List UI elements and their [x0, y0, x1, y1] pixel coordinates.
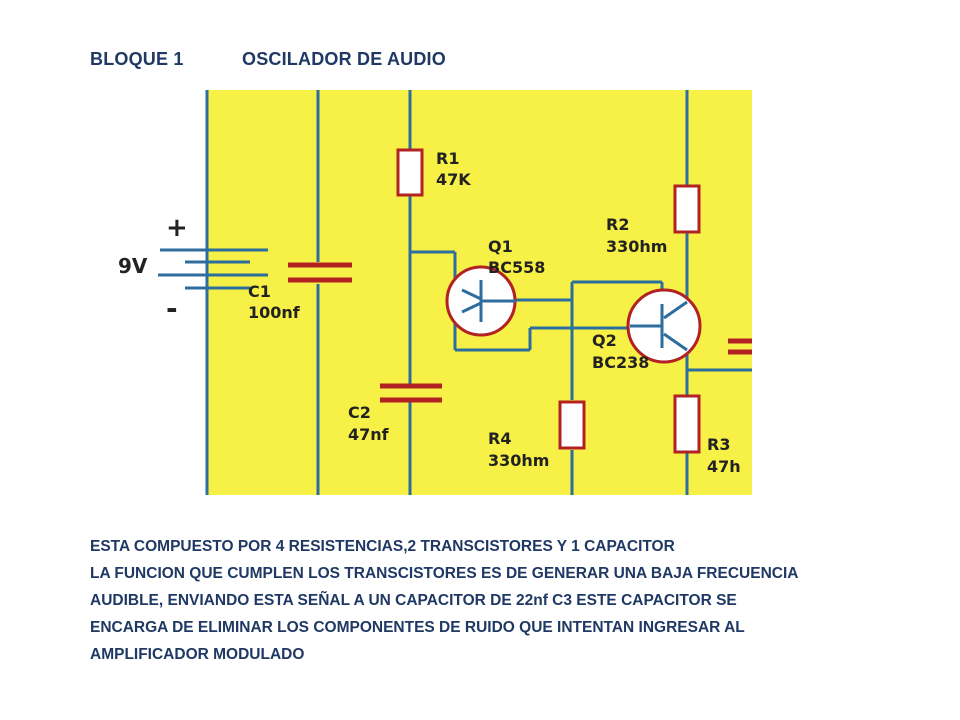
battery-plus: +: [166, 213, 188, 243]
transistor-q2: [626, 288, 702, 364]
resistor-r1: [396, 148, 424, 197]
q1-value: BC558: [488, 258, 545, 277]
c1-value: 100nf: [248, 303, 301, 322]
q1-name: Q1: [488, 237, 513, 256]
battery-symbol: [158, 248, 268, 290]
resistor-r3: [673, 394, 701, 454]
c2-value: 47nf: [348, 425, 390, 444]
r2-name: R2: [606, 215, 629, 234]
r1-value: 47K: [436, 170, 471, 189]
description-line: AMPLIFICADOR MODULADO: [90, 646, 305, 663]
transistor-q1: [445, 265, 517, 337]
block-label: BLOQUE 1: [90, 49, 184, 69]
capacitor-c3-partial: [728, 338, 752, 355]
resistor-r2: [673, 184, 701, 234]
resistor-r4: [558, 400, 586, 450]
battery-voltage: 9V: [118, 254, 148, 278]
description-line: AUDIBLE, ENVIANDO ESTA SEÑAL A UN CAPACI…: [90, 592, 737, 609]
description: ESTA COMPUESTO POR 4 RESISTENCIAS,2 TRAN…: [90, 533, 910, 668]
description-line: LA FUNCION QUE CUMPLEN LOS TRANSCISTORES…: [90, 565, 799, 582]
r2-value: 330hm: [606, 237, 667, 256]
r4-name: R4: [488, 429, 511, 448]
r1-name: R1: [436, 149, 459, 168]
oscillator-schematic: + - 9V C1 100nf R1 47K C2 47nf Q1 BC558 …: [118, 90, 752, 495]
q2-name: Q2: [592, 331, 617, 350]
c2-name: C2: [348, 403, 371, 422]
r3-value: 47h: [707, 457, 741, 476]
q2-value: BC238: [592, 353, 649, 372]
r4-value: 330hm: [488, 451, 549, 470]
block-title: OSCILADOR DE AUDIO: [242, 49, 446, 69]
page-title: BLOQUE 1 OSCILADOR DE AUDIO: [90, 49, 446, 70]
description-line: ESTA COMPUESTO POR 4 RESISTENCIAS,2 TRAN…: [90, 538, 675, 555]
description-line: ENCARGA DE ELIMINAR LOS COMPONENTES DE R…: [90, 619, 745, 636]
battery-minus: -: [166, 292, 178, 325]
capacitor-c1: [288, 262, 352, 283]
capacitor-c2: [380, 383, 442, 403]
c1-name: C1: [248, 282, 271, 301]
r3-name: R3: [707, 435, 730, 454]
